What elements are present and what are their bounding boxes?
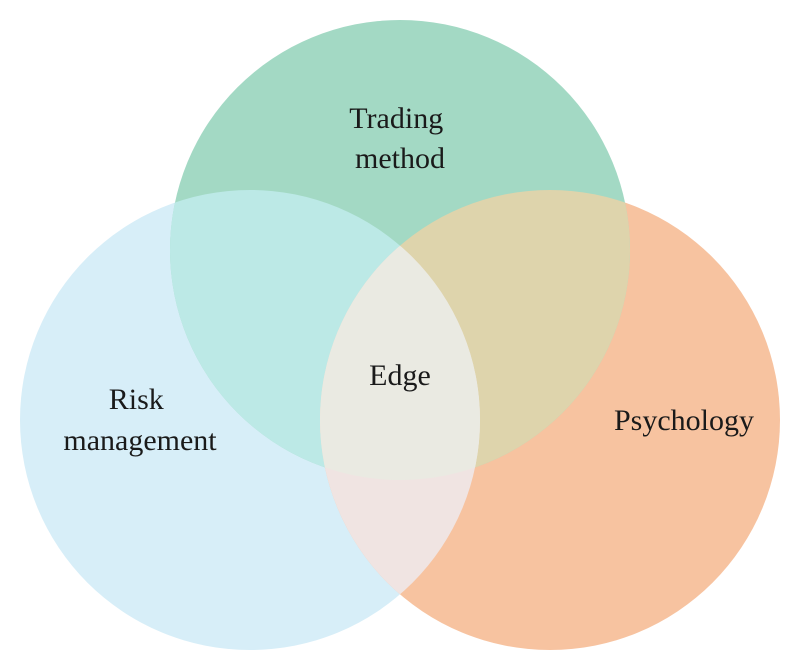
label-risk-management-line1: Risk [109,383,164,416]
label-risk-management: Risk management [63,383,217,457]
label-trading-method-line1: Trading [349,102,443,135]
label-trading-method: Trading method [349,102,450,175]
label-risk-management-line2: management [63,424,217,457]
overlap-center-edge [320,190,480,480]
label-trading-method-line2: method [355,142,445,175]
label-edge: Edge [369,359,431,392]
label-psychology: Psychology [614,404,754,437]
